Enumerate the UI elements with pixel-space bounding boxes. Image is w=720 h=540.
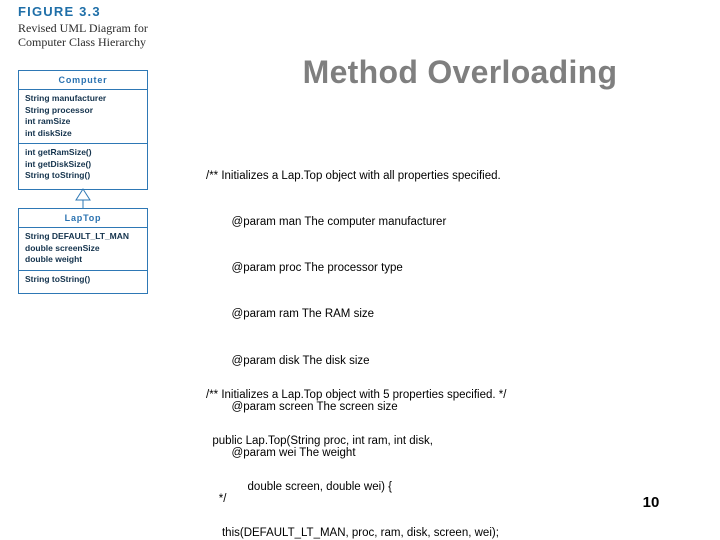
- uml-attribute: double screenSize: [25, 242, 100, 253]
- code-block-constructor-full: /** Initializes a Lap.Top object with al…: [206, 138, 706, 540]
- code-line: @param proc The processor type: [206, 262, 403, 275]
- uml-diagram-panel: FIGURE 3.3 Revised UML Diagram for Compu…: [0, 0, 200, 540]
- uml-attribute: double weight: [25, 254, 83, 264]
- uml-attribute: String processor: [25, 104, 94, 115]
- code-line: @param wei The weight: [206, 447, 356, 460]
- uml-divider: [19, 227, 147, 228]
- code-line: */: [206, 493, 227, 506]
- uml-attribute: String DEFAULT_LT_MAN: [25, 231, 130, 241]
- uml-method: String toString(): [25, 273, 91, 284]
- code-line: /** Initializes a Lap.Top object with al…: [206, 169, 501, 182]
- uml-class-computer: Computer String manufacturer String proc…: [18, 70, 148, 190]
- uml-method: int getRamSize(): [25, 147, 92, 157]
- page-title: Method Overloading: [302, 54, 618, 90]
- page-number: 10: [642, 494, 660, 511]
- uml-class-computer-methods: int getRamSize() int getDiskSize() Strin…: [19, 144, 147, 186]
- uml-class-laptop-methods: String toString(): [19, 271, 147, 290]
- code-line: public Lap.Top(String proc, int ram, int…: [206, 435, 433, 448]
- uml-method: String toString(): [25, 170, 91, 180]
- uml-attribute: int diskSize: [25, 127, 72, 138]
- uml-method: int getDiskSize(): [25, 158, 92, 169]
- inheritance-arrow-icon: [75, 188, 91, 209]
- code-line: double screen, double wei) {: [206, 481, 393, 494]
- code-line: this(DEFAULT_LT_MAN, proc, ram, disk, sc…: [206, 527, 499, 540]
- uml-class-laptop-attributes: String DEFAULT_LT_MAN double screenSize …: [19, 228, 147, 270]
- code-line: /** Initializes a Lap.Top object with 5 …: [206, 388, 507, 401]
- figure-caption: Revised UML Diagram for Computer Class H…: [18, 21, 148, 49]
- code-line: @param ram The RAM size: [206, 308, 375, 321]
- uml-divider: [19, 269, 147, 271]
- code-line: @param screen The screen size: [206, 400, 398, 413]
- uml-class-computer-title: Computer: [58, 75, 108, 85]
- uml-class-computer-attributes: String manufacturer String processor int…: [19, 90, 147, 143]
- code-line: @param disk The disk size: [206, 354, 370, 367]
- figure-label: FIGURE 3.3: [18, 4, 101, 19]
- uml-divider: [19, 89, 147, 90]
- uml-attribute: String manufacturer: [25, 93, 107, 103]
- uml-class-laptop: LapTop String DEFAULT_LT_MAN double scre…: [18, 208, 148, 294]
- uml-divider: [19, 143, 147, 144]
- code-line: @param man The computer manufacturer: [206, 216, 447, 229]
- uml-attribute: int ramSize: [25, 116, 71, 126]
- code-block-constructor-overload: /** Initializes a Lap.Top object with 5 …: [206, 357, 706, 540]
- uml-class-laptop-title: LapTop: [64, 213, 102, 223]
